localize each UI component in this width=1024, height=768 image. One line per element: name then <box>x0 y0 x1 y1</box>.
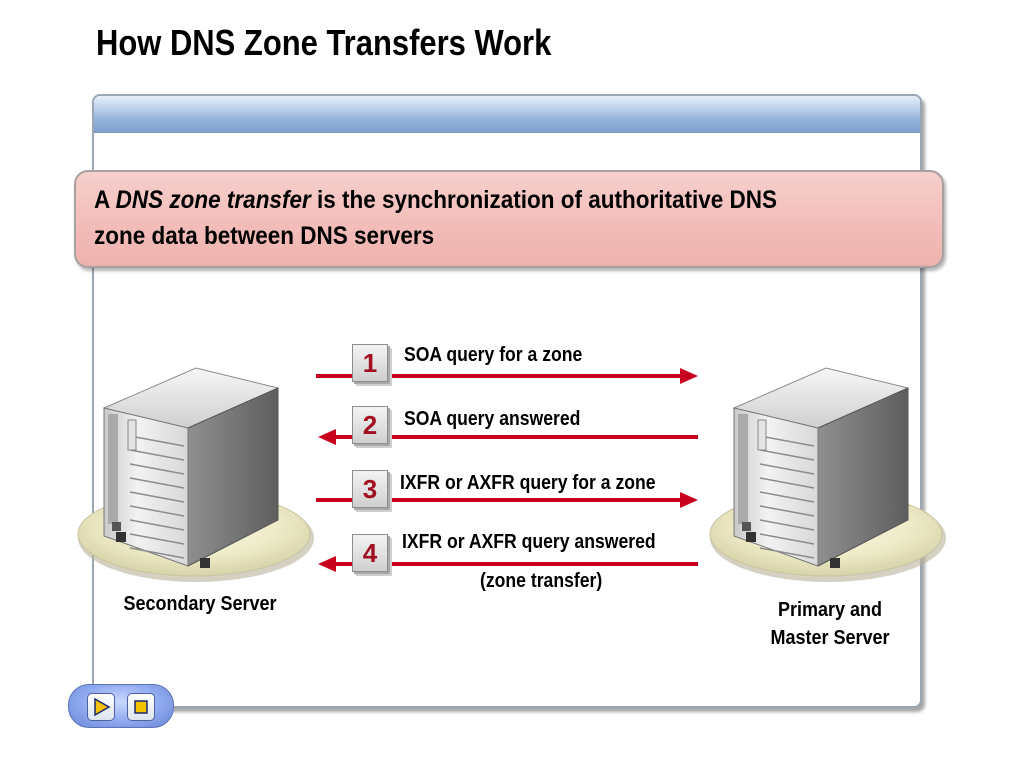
step-4-arrow <box>318 556 698 572</box>
step-1-number: 1 <box>352 344 388 382</box>
step-4-number: 4 <box>352 534 388 572</box>
definition-callout: A DNS zone transfer is the synchronizati… <box>74 170 944 268</box>
step-1-label: SOA query for a zone <box>404 344 583 366</box>
primary-server-label-line2: Master Server <box>770 627 890 649</box>
step-3-label: IXFR or AXFR query for a zone <box>400 472 656 494</box>
media-control <box>68 684 174 728</box>
step-2-arrow <box>318 429 698 445</box>
secondary-server-label: Secondary Server <box>123 593 277 615</box>
step-3-number: 3 <box>352 470 388 508</box>
definition-text: A DNS zone transfer is the synchronizati… <box>94 182 850 254</box>
panel-header-bar <box>94 96 920 133</box>
definition-line1-rest: is the synchronization of authoritative … <box>310 186 778 214</box>
definition-line2: zone data between DNS servers <box>94 222 435 250</box>
secondary-server-icon <box>77 367 314 582</box>
step-2-label: SOA query answered <box>404 408 581 430</box>
step-4-label: IXFR or AXFR query answered <box>402 531 656 553</box>
definition-term: DNS zone transfer <box>115 186 311 214</box>
slide-title: How DNS Zone Transfers Work <box>96 22 552 63</box>
step-4-sublabel: (zone transfer) <box>480 570 603 592</box>
play-icon <box>94 697 111 717</box>
definition-prefix: A <box>94 186 116 214</box>
primary-server-label-line1: Primary and <box>777 599 883 621</box>
stop-button[interactable] <box>127 693 155 721</box>
step-2-number: 2 <box>352 406 388 444</box>
stop-icon <box>134 700 148 714</box>
primary-server-icon <box>709 367 946 582</box>
play-button[interactable] <box>87 693 115 721</box>
